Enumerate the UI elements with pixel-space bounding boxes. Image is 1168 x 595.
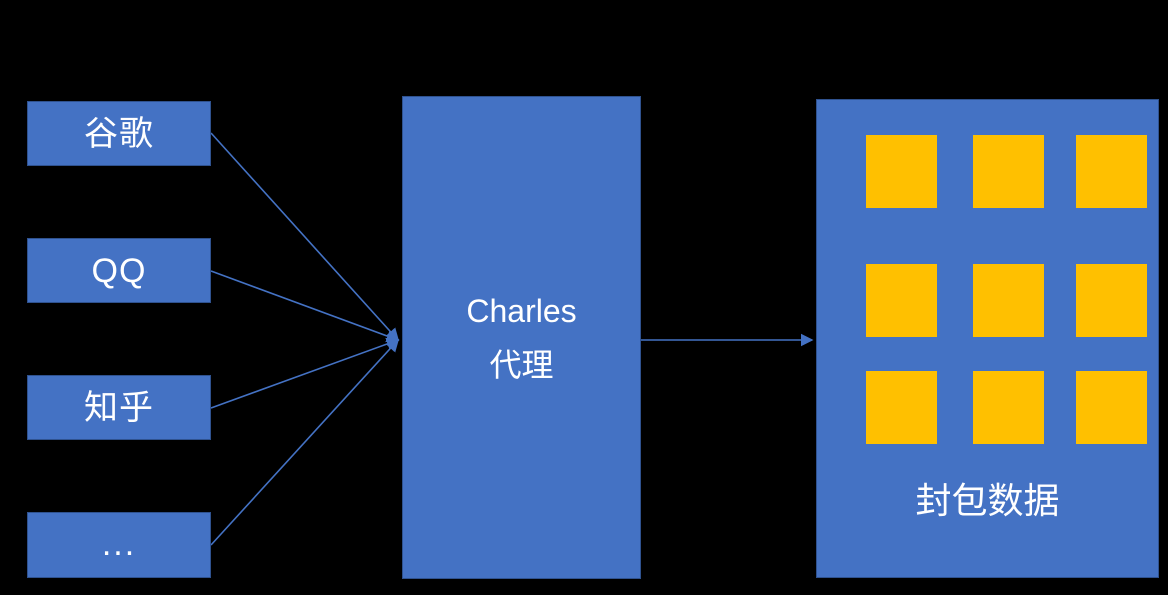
packet-panel-caption: 封包数据 <box>915 480 1060 521</box>
packet-cell <box>866 371 937 444</box>
proxy-box-charles[interactable]: Charles 代理 <box>402 96 641 579</box>
proxy-label-role: 代理 <box>489 346 554 383</box>
client-label-qq: QQ <box>91 251 147 290</box>
packet-cell <box>1076 264 1147 337</box>
packet-cell <box>973 135 1044 208</box>
client-box-google[interactable]: 谷歌 <box>27 101 211 166</box>
edge-others-to-proxy <box>210 338 400 546</box>
client-to-proxy-edges <box>210 132 400 546</box>
proxy-label-name: Charles <box>466 292 577 329</box>
packet-cell <box>866 135 937 208</box>
packet-cell <box>1076 371 1147 444</box>
client-box-zhihu[interactable]: 知乎 <box>27 375 211 440</box>
packet-cell <box>866 264 937 337</box>
edge-qq-to-proxy <box>210 270 400 343</box>
packet-cell <box>973 264 1044 337</box>
client-label-zhihu: 知乎 <box>84 388 154 427</box>
edge-google-to-proxy <box>210 132 400 342</box>
packet-cell <box>973 371 1044 444</box>
client-label-google: 谷歌 <box>84 114 154 153</box>
client-box-others[interactable]: ... <box>27 512 211 578</box>
packet-data-panel[interactable]: 封包数据 <box>816 99 1159 578</box>
packet-cell <box>1076 135 1147 208</box>
client-label-others: ... <box>101 525 137 564</box>
edge-zhihu-to-proxy <box>210 337 400 409</box>
client-box-qq[interactable]: QQ <box>27 238 211 303</box>
